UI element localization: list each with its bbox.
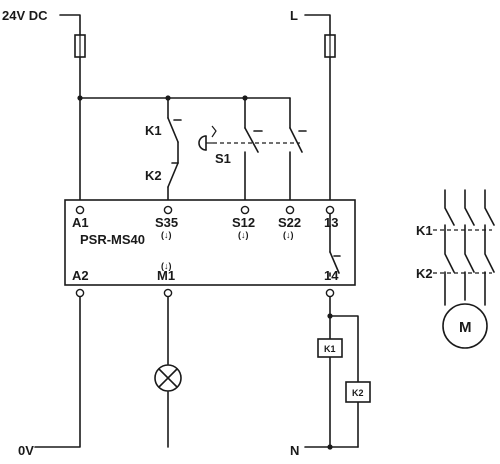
supply-24vdc-label: 24V DC	[2, 8, 48, 23]
terminal-a2-label: A2	[72, 268, 89, 283]
terminal-s22-mark: (↓)	[283, 230, 294, 240]
wire-24v-bus	[79, 56, 291, 203]
supply-l-label: L	[290, 8, 298, 23]
terminal-m1	[163, 288, 173, 298]
contact-k1-label: K1	[145, 123, 162, 138]
terminal-s35	[163, 205, 173, 215]
terminal-s22	[285, 205, 295, 215]
motor-icon	[442, 303, 488, 349]
terminal-s12-label: S12	[232, 215, 255, 230]
internal-contact-13-14	[329, 213, 341, 277]
coil-k1-label: K1	[324, 344, 336, 354]
junction-dot	[327, 313, 333, 319]
estop-s1-label: S1	[215, 151, 231, 166]
terminal-m1-label: M1	[157, 268, 175, 283]
feedback-contacts-k1-k2	[167, 97, 182, 203]
junction-dot	[327, 444, 333, 450]
wire-14-to-coils	[304, 296, 359, 448]
terminal-s35-mark: (↓)	[161, 230, 172, 240]
coil-k2-label: K2	[352, 388, 364, 398]
terminal-s22-label: S22	[278, 215, 301, 230]
mushroom-button-icon	[198, 125, 217, 151]
contact-k2-label: K2	[145, 168, 162, 183]
wire-a2-to-0v	[34, 296, 81, 448]
wire-l-feed	[304, 14, 331, 36]
terminal-a1	[75, 205, 85, 215]
terminal-m1-mark: (↓)	[161, 261, 172, 271]
terminal-s12-mark: (↓)	[238, 230, 249, 240]
motor-k2-label: K2	[416, 266, 433, 281]
coil-k1	[317, 338, 343, 358]
motor-k1-label: K1	[416, 223, 433, 238]
signal-lamp-icon	[154, 364, 182, 392]
terminal-13-label: 13	[324, 215, 338, 230]
supply-n-label: N	[290, 443, 299, 458]
coil-k2	[345, 381, 371, 403]
emergency-stop-s1	[213, 97, 307, 203]
relay-module-psr-ms40	[64, 199, 356, 286]
terminal-s35-label: S35	[155, 215, 178, 230]
wire-24vdc-feed	[59, 14, 81, 36]
terminal-a1-label: A1	[72, 215, 89, 230]
supply-0v-label: 0V	[18, 443, 34, 458]
terminal-14-label: 14	[324, 268, 339, 283]
terminal-13	[325, 205, 335, 215]
terminal-s12	[240, 205, 250, 215]
terminal-a2	[75, 288, 85, 298]
junction-dot	[77, 95, 83, 101]
terminal-14	[325, 288, 335, 298]
motor-symbol-label: M	[459, 319, 472, 336]
motor-main-contacts	[433, 189, 495, 306]
relay-model-label: PSR-MS40	[80, 232, 145, 247]
signal-lamp-cross	[158, 368, 178, 388]
